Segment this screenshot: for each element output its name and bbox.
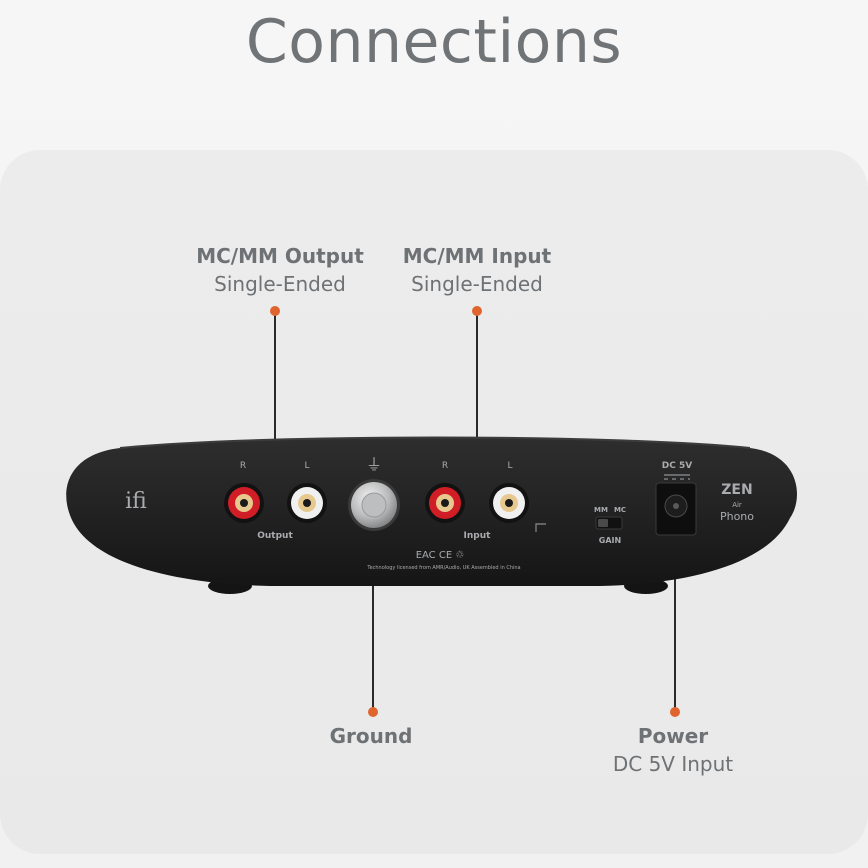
dc-power-jack[interactable]: [655, 482, 697, 536]
callout-dot-ground: [368, 707, 378, 717]
callout-input: MC/MM Input Single-Ended: [367, 242, 587, 298]
input-label: Input: [464, 531, 492, 541]
input-rca-left[interactable]: [489, 483, 529, 523]
gain-label: GAIN: [599, 536, 621, 545]
dc-label: DC 5V: [662, 461, 692, 471]
corner-mark-icon: [535, 523, 546, 532]
fine-print: Technology licensed from AMR/Audio, UK A…: [366, 565, 520, 571]
switch-mc-label: MC: [614, 506, 626, 514]
output-label: Output: [257, 531, 293, 541]
input-l-label: L: [507, 461, 512, 471]
leader-input: [476, 312, 478, 482]
page-title: Connections: [245, 7, 623, 77]
switch-mm-label: MM: [594, 506, 608, 514]
callout-output-subtitle: Single-Ended: [214, 272, 346, 296]
callout-dot-power: [670, 707, 680, 717]
leader-power: [674, 536, 676, 712]
ground-symbol-icon: ⏚: [366, 455, 382, 474]
output-rca-left[interactable]: [287, 483, 327, 523]
callout-dot-input: [472, 306, 482, 316]
dc-polarity-icon: [664, 474, 690, 480]
ground-terminal[interactable]: [348, 479, 400, 531]
certification-marks: EAC CE ♲: [416, 550, 465, 561]
input-r-label: R: [442, 461, 448, 471]
callout-input-title: MC/MM Input: [402, 244, 552, 268]
callout-output-title: MC/MM Output: [196, 244, 364, 268]
callout-power: Power DC 5V Input: [583, 722, 763, 778]
leader-ground: [372, 540, 374, 712]
callout-dot-output: [270, 306, 280, 316]
leader-output: [274, 312, 276, 482]
model-air: Air: [732, 501, 742, 509]
model-phono: Phono: [720, 510, 754, 523]
output-r-label: R: [240, 461, 246, 471]
callout-power-subtitle: DC 5V Input: [612, 752, 734, 776]
callout-ground-title: Ground: [329, 724, 413, 748]
callout-ground: Ground: [281, 722, 461, 750]
model-name-logo: ZEN: [721, 482, 752, 498]
gain-switch[interactable]: [595, 516, 623, 530]
input-rca-right[interactable]: [425, 483, 465, 523]
callout-output: MC/MM Output Single-Ended: [170, 242, 390, 298]
device-top-edge: [119, 436, 751, 449]
output-l-label: L: [304, 461, 309, 471]
callout-power-title: Power: [637, 724, 709, 748]
output-rca-right[interactable]: [224, 483, 264, 523]
callout-input-subtitle: Single-Ended: [411, 272, 543, 296]
brand-logo: ifi: [125, 489, 147, 514]
